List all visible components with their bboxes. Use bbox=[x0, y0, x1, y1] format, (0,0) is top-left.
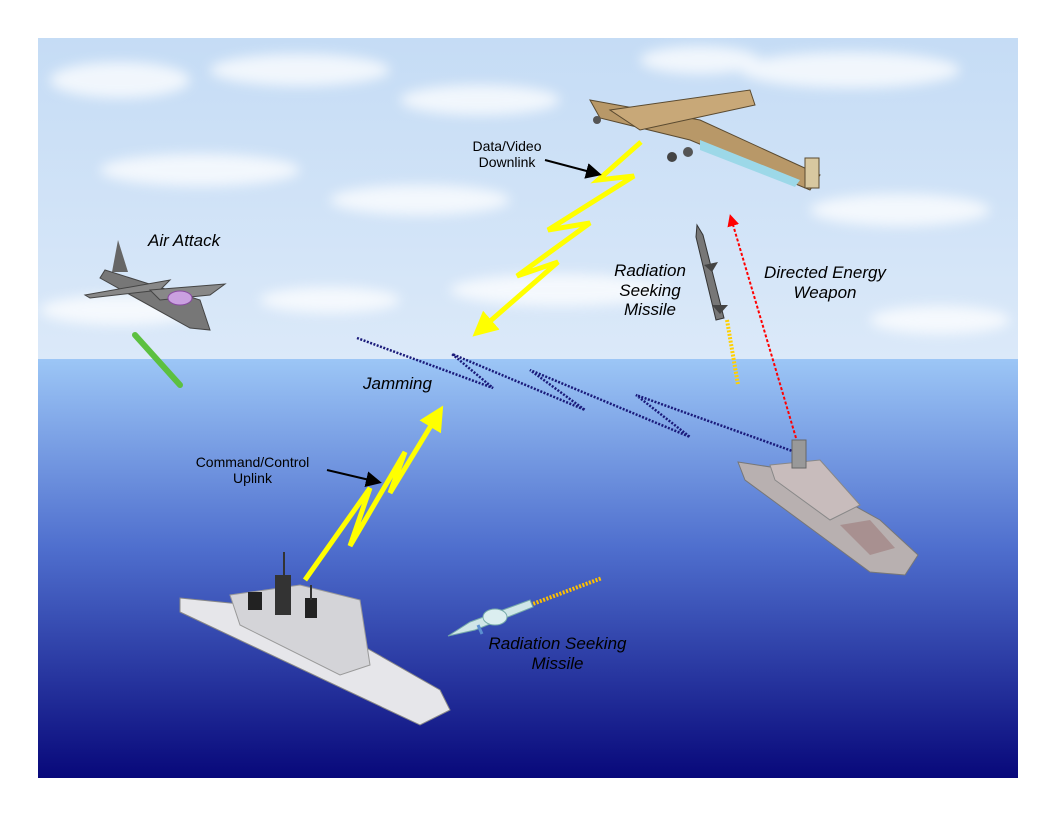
friendly-cruiser-ship bbox=[179, 552, 451, 726]
radiation-seeking-missile-lower-label: Radiation Seeking Missile bbox=[475, 634, 640, 673]
air-missile bbox=[132, 332, 183, 388]
directed-energy-weapon-label: Directed Energy Weapon bbox=[750, 263, 900, 302]
jamming-signal bbox=[356, 336, 796, 454]
label-line: Weapon bbox=[793, 282, 857, 302]
label-line: Downlink bbox=[478, 154, 536, 171]
jamming-label: Jamming bbox=[363, 374, 432, 393]
air-attack-label: Air Attack bbox=[148, 231, 221, 250]
label-line: Missile bbox=[531, 653, 584, 673]
command-control-uplink-label: Command/Control Uplink bbox=[180, 454, 325, 486]
label-line: Uplink bbox=[233, 470, 272, 487]
label-line: Radiation bbox=[614, 261, 686, 280]
label-line: Data/Video bbox=[472, 138, 542, 154]
downlink-bolt bbox=[472, 140, 643, 337]
label-line: Missile bbox=[624, 300, 676, 320]
sea-background bbox=[38, 359, 1018, 778]
uplink-pointer-arrow bbox=[326, 469, 382, 488]
label-line: Command/Control bbox=[195, 454, 310, 470]
uplink-bolt bbox=[302, 405, 444, 582]
clouds bbox=[40, 46, 1010, 334]
data-video-downlink-label: Data/Video Downlink bbox=[452, 138, 562, 170]
enemy-ship bbox=[737, 439, 919, 576]
directed-energy-beam bbox=[727, 214, 797, 439]
radiation-seeking-missile-lower bbox=[447, 576, 603, 637]
radiation-seeking-missile-upper-label: Radiation Seeking Missile bbox=[600, 261, 700, 320]
label-line: Radiation Seeking bbox=[488, 634, 627, 653]
label-line: Seeking bbox=[619, 280, 681, 300]
uav-drone bbox=[589, 89, 821, 191]
label-line: Directed Energy bbox=[764, 263, 886, 282]
downlink-pointer-arrow bbox=[544, 159, 602, 179]
radiation-seeking-missile-upper bbox=[695, 223, 740, 386]
attack-jet bbox=[83, 240, 227, 331]
